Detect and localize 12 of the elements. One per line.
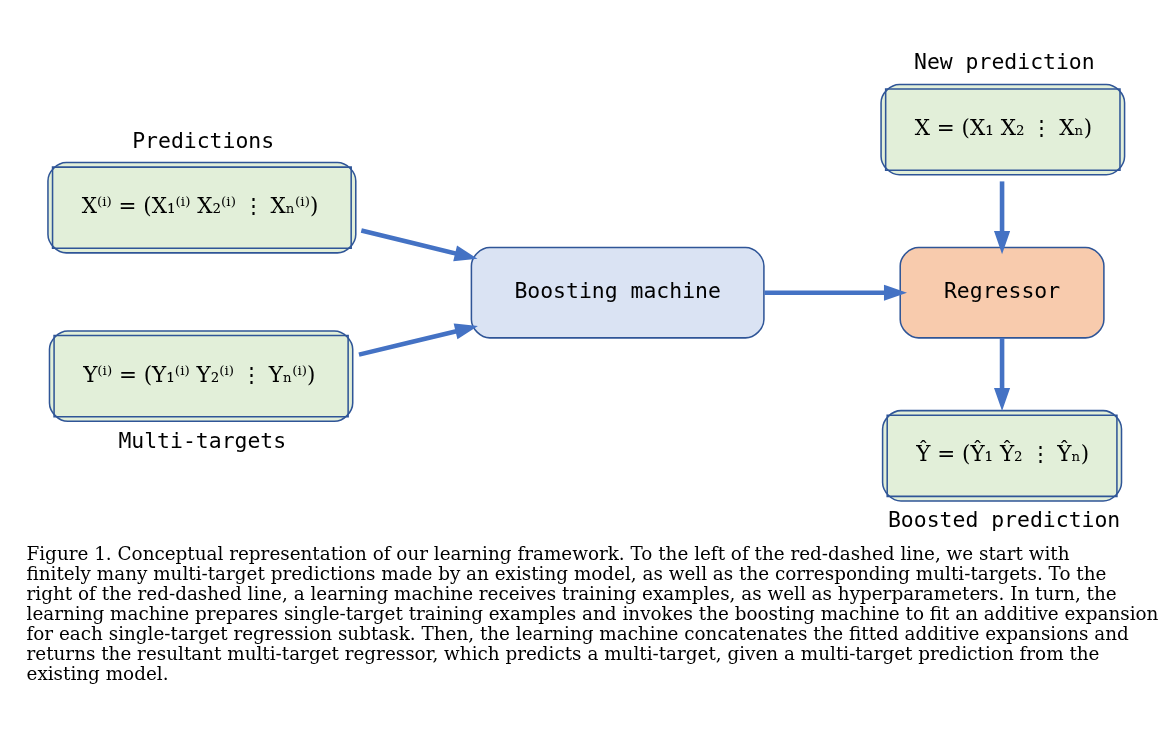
node-label: Boosted prediction (887, 507, 1121, 533)
node-label: Predictions (132, 127, 275, 153)
node-label: New prediction (914, 49, 1095, 75)
arrow (358, 323, 478, 357)
arrow (994, 337, 1011, 411)
node-box: Boosting machine (470, 246, 765, 339)
node-label: Multi-targets (118, 427, 287, 453)
caption: Figure 1. Conceptual representation of our learning framework. To the left of the red-dashed line, we start with finitely many multi-target predictions made by an existing model, as well as the corresponding multi-targets. To the right of the red-dashed line, a learning machine receives training examples, as well as hyperparameters. In turn, the learning machine prepares single-target training examples and invokes the boosting machine to fit an additive expansion for each single-target regression subtask. Then, the learning machine concatenates the fitted additive expansions and returns the resultant multi-target regressor, which predicts a multi-target, given a multi-target prediction from the existing model. (26, 543, 1159, 684)
arrow (764, 284, 907, 301)
arrow (360, 228, 478, 262)
arrow (994, 181, 1011, 255)
node-box: Regressor (899, 246, 1105, 339)
